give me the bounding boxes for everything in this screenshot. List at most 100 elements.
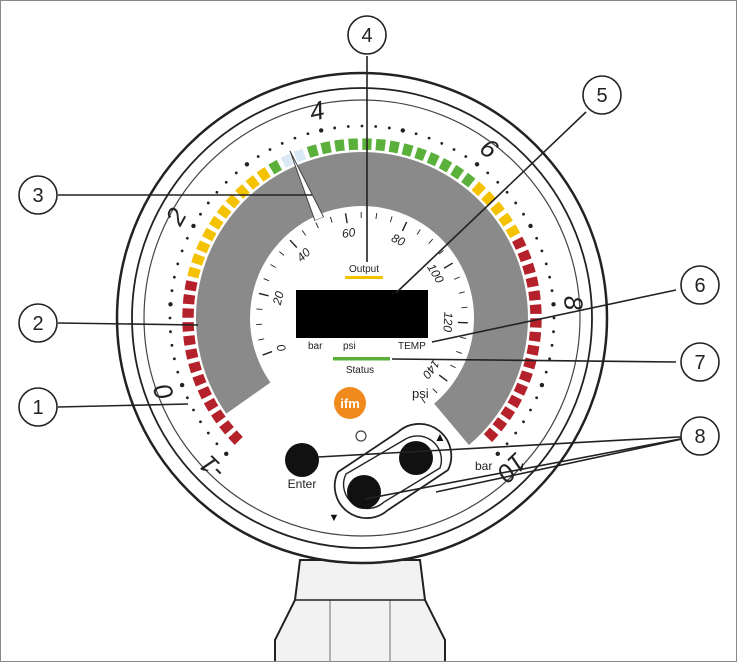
- scale-dot-26: [269, 148, 272, 151]
- bar-segment-31: [375, 139, 386, 152]
- psi-tick-115: [461, 307, 467, 308]
- scale-dot-60: [540, 383, 544, 387]
- indicator-circle: [356, 431, 366, 441]
- output-label: Output: [349, 264, 379, 275]
- psi-label-120: 120: [440, 312, 455, 333]
- scale-dot-33: [361, 125, 364, 128]
- callout-label-7: 7: [694, 352, 705, 374]
- scale-dot-50: [540, 250, 543, 253]
- bar-segment-51: [528, 331, 541, 342]
- psi-unit-label: psi: [412, 386, 429, 401]
- scale-dot-30: [319, 128, 323, 132]
- scale-dot-15: [176, 263, 179, 266]
- scale-dot-40: [453, 148, 456, 151]
- bar-segment-9: [182, 322, 194, 332]
- enter-label: Enter: [288, 477, 317, 491]
- scale-dot-20: [207, 202, 210, 205]
- scale-dot-64: [514, 432, 517, 435]
- scale-dot-29: [307, 132, 310, 135]
- scale-dot-39: [440, 142, 443, 145]
- scale-dot-65: [506, 442, 509, 445]
- scale-dot-47: [522, 213, 525, 216]
- temp-label: TEMP: [398, 341, 426, 352]
- scale-dot-21: [215, 191, 218, 194]
- up-arrow-icon: ▲: [434, 430, 446, 444]
- scale-dot-41: [464, 155, 467, 158]
- scale-dot-38: [428, 137, 431, 140]
- scale-dot-7: [176, 371, 179, 374]
- scale-dot-35: [388, 127, 391, 130]
- scale-dot-27: [281, 142, 284, 145]
- psi-label-60: 60: [341, 225, 357, 241]
- callout-label-3: 3: [32, 185, 43, 207]
- bar-segment-10: [182, 308, 194, 318]
- scale-dot-8: [173, 357, 176, 360]
- bar-segment-29: [348, 138, 358, 150]
- scale-dot-18: [191, 224, 195, 228]
- status-label: Status: [346, 365, 374, 376]
- bar-segment-48: [528, 290, 541, 301]
- display-unit-bar: bar: [308, 341, 323, 352]
- scale-dot-61: [535, 396, 538, 399]
- scale-dot-37: [415, 132, 418, 135]
- callout-label-2: 2: [32, 313, 43, 335]
- digital-display: [296, 290, 428, 338]
- scale-dot-6: [180, 383, 184, 387]
- scale-dot-66: [496, 452, 500, 456]
- bar-segment-8: [183, 335, 196, 346]
- scale-dot-44: [496, 181, 499, 184]
- scale-dot-25: [257, 155, 260, 158]
- scale-dot-24: [245, 162, 249, 166]
- callout-label-1: 1: [32, 397, 43, 419]
- scale-dot-10: [169, 330, 172, 333]
- scale-dot-51: [545, 263, 548, 266]
- up-button[interactable]: [399, 441, 433, 475]
- down-button[interactable]: [347, 475, 381, 509]
- scale-dot-63: [522, 420, 525, 423]
- scale-dot-59: [545, 371, 548, 374]
- scale-dot-0: [224, 452, 228, 456]
- scale-dot-19: [199, 213, 202, 216]
- scale-dot-13: [171, 289, 174, 292]
- scale-dot-52: [548, 276, 551, 279]
- bar-segment-28: [334, 139, 345, 152]
- status-led-bar: [333, 357, 390, 361]
- scale-dot-54: [551, 302, 555, 306]
- scale-dot-16: [181, 250, 184, 253]
- scale-dot-34: [374, 125, 377, 128]
- scale-dot-32: [347, 125, 350, 128]
- scale-dot-58: [548, 357, 551, 360]
- scale-dot-1: [215, 442, 218, 445]
- callout-label-8: 8: [694, 426, 705, 448]
- scale-dot-49: [535, 237, 538, 240]
- scale-dot-4: [192, 409, 195, 412]
- gauge-stem: [275, 560, 445, 662]
- logo-text: ifm: [340, 396, 360, 411]
- bar-segment-11: [183, 294, 196, 305]
- enter-button[interactable]: [285, 443, 319, 477]
- scale-dot-11: [169, 317, 172, 320]
- callout-label-5: 5: [596, 85, 607, 107]
- bar-segment-49: [529, 304, 541, 314]
- scale-dot-57: [551, 344, 554, 347]
- scale-dot-2: [207, 432, 210, 435]
- scale-dot-62: [529, 409, 532, 412]
- scale-dot-31: [333, 127, 336, 130]
- scale-dot-3: [199, 420, 202, 423]
- scale-dot-36: [401, 128, 405, 132]
- callout-label-6: 6: [694, 275, 705, 297]
- display-unit-psi: psi: [343, 341, 356, 352]
- scale-dot-48: [528, 224, 532, 228]
- scale-dot-28: [294, 137, 297, 140]
- bar-unit-label: bar: [475, 459, 492, 473]
- psi-tick-15: [256, 309, 262, 310]
- scale-dot-9: [171, 344, 174, 347]
- scale-dot-42: [475, 162, 479, 166]
- scale-dot-46: [514, 202, 517, 205]
- ifm-logo: ifm: [334, 387, 366, 419]
- callout-label-4: 4: [361, 25, 372, 47]
- output-led-bar: [345, 276, 383, 279]
- scale-dot-12: [168, 302, 172, 306]
